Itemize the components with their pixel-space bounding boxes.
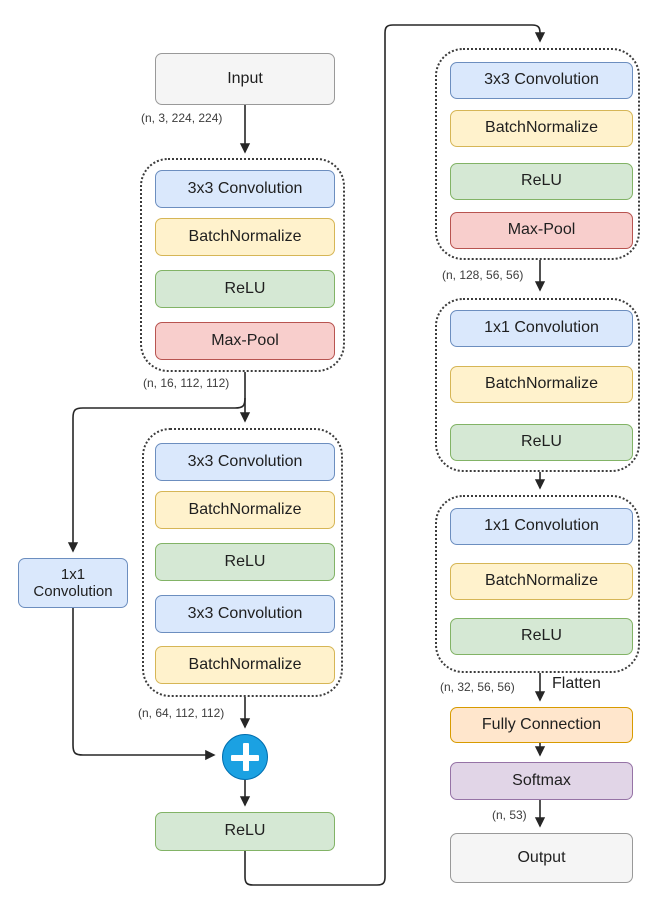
node-fully-connection: Fully Connection <box>450 707 633 743</box>
add-node <box>222 734 268 780</box>
layer-batchnorm: BatchNormalize <box>450 366 633 403</box>
layer-conv3x3: 3x3 Convolution <box>155 595 335 633</box>
layer-conv1x1: 1x1 Convolution <box>450 310 633 347</box>
shape-label-softmax-out: (n, 53) <box>492 808 527 822</box>
layer-conv3x3: 3x3 Convolution <box>450 62 633 99</box>
layer-conv1x1: 1x1 Convolution <box>450 508 633 545</box>
node-output: Output <box>450 833 633 883</box>
node-softmax: Softmax <box>450 762 633 800</box>
shape-label-block3-out: (n, 128, 56, 56) <box>442 268 524 282</box>
shape-label-block5-out: (n, 32, 56, 56) <box>440 680 515 694</box>
plus-icon <box>243 743 249 771</box>
layer-relu: ReLU <box>155 543 335 581</box>
layer-relu: ReLU <box>450 163 633 200</box>
layer-relu: ReLU <box>450 618 633 655</box>
layer-maxpool: Max-Pool <box>450 212 633 249</box>
layer-batchnorm: BatchNormalize <box>155 491 335 529</box>
layer-conv3x3: 3x3 Convolution <box>155 170 335 208</box>
skip-1x1-convolution: 1x1 Convolution <box>18 558 128 608</box>
layer-relu-after-add: ReLU <box>155 812 335 851</box>
layer-relu: ReLU <box>450 424 633 461</box>
shape-label-block1-out: (n, 16, 112, 112) <box>143 376 230 390</box>
shape-label-input: (n, 3, 224, 224) <box>141 111 223 125</box>
layer-batchnorm: BatchNormalize <box>155 646 335 684</box>
layer-maxpool: Max-Pool <box>155 322 335 360</box>
node-input: Input <box>155 53 335 105</box>
flatten-label: Flatten <box>552 675 601 692</box>
layer-batchnorm: BatchNormalize <box>450 110 633 147</box>
layer-conv3x3: 3x3 Convolution <box>155 443 335 481</box>
layer-batchnorm: BatchNormalize <box>450 563 633 600</box>
shape-label-block2-out: (n, 64, 112, 112) <box>138 706 225 720</box>
layer-relu: ReLU <box>155 270 335 308</box>
layer-batchnorm: BatchNormalize <box>155 218 335 256</box>
